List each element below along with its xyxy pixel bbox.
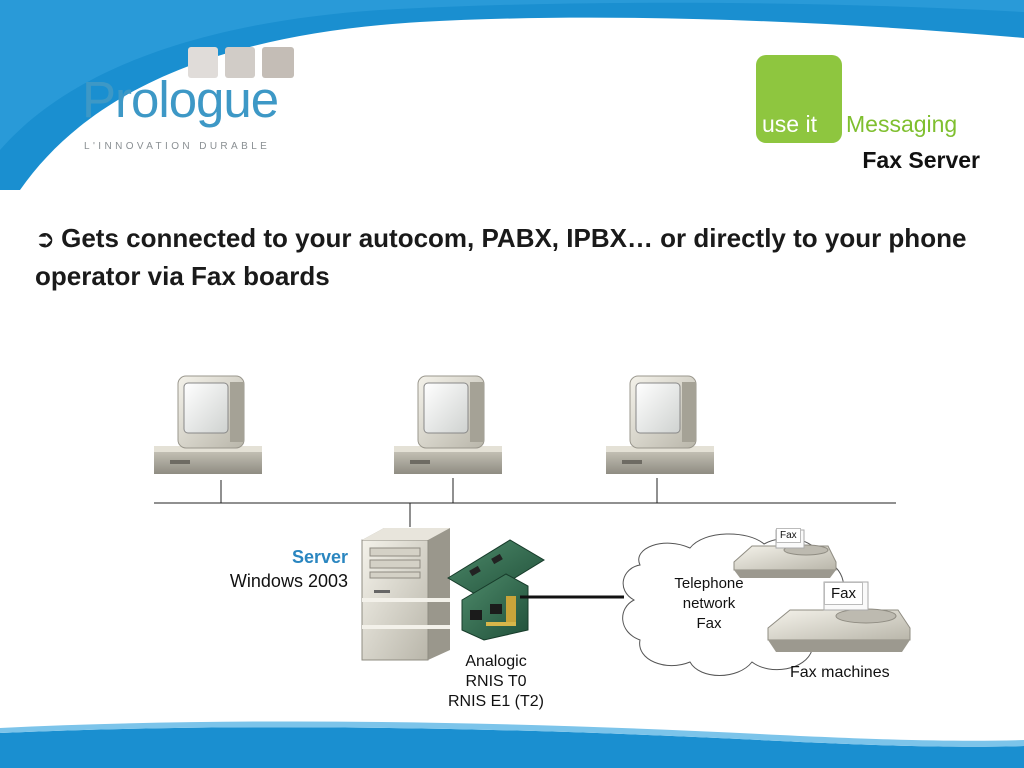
workstation-2-icon bbox=[394, 375, 502, 474]
board-type-rnis-t0: RNIS T0 bbox=[465, 673, 527, 690]
arrow-icon: ➲ bbox=[35, 225, 56, 253]
board-type-analogic: Analogic bbox=[465, 653, 527, 670]
logo-wordmark: Prologue bbox=[82, 71, 279, 128]
headline: ➲Gets connected to your autocom, PABX, I… bbox=[35, 220, 985, 295]
workstation-3-icon bbox=[606, 375, 714, 474]
server-title: Server bbox=[291, 547, 348, 567]
network-line-1: Telephone bbox=[674, 575, 744, 592]
network-line-3: Fax bbox=[696, 615, 722, 632]
fax-paper-small: Fax bbox=[776, 528, 801, 543]
fax-machine-large-icon bbox=[767, 581, 911, 652]
logo-squares bbox=[188, 47, 294, 78]
telephone-network-label: Telephone network Fax bbox=[648, 574, 770, 634]
network-line-2: network bbox=[682, 595, 736, 612]
brand-product-name: Fax Server bbox=[862, 147, 980, 173]
server-os: Windows 2003 bbox=[229, 571, 348, 591]
board-types-label: Analogic RNIS T0 RNIS E1 (T2) bbox=[428, 652, 564, 712]
fax-machines-label: Fax machines bbox=[790, 664, 890, 681]
brand-product-line: Messaging bbox=[846, 111, 958, 137]
workstation-1-icon bbox=[154, 375, 262, 474]
headline-text: Gets connected to your autocom, PABX, IP… bbox=[35, 223, 967, 291]
brand-box-text: use it bbox=[762, 111, 817, 137]
server-tower-icon bbox=[361, 528, 450, 661]
logo-tagline: L'INNOVATION DURABLE bbox=[84, 141, 271, 152]
board-type-rnis-e1: RNIS E1 (T2) bbox=[447, 693, 544, 710]
brand-box bbox=[756, 55, 842, 143]
lan-line bbox=[154, 478, 896, 527]
top-banner bbox=[0, 0, 1024, 190]
fax-boards-icon bbox=[447, 539, 545, 641]
fax-paper-large: Fax bbox=[824, 582, 864, 605]
bottom-banner bbox=[0, 721, 1024, 768]
fax-machine-small-icon bbox=[733, 529, 837, 578]
